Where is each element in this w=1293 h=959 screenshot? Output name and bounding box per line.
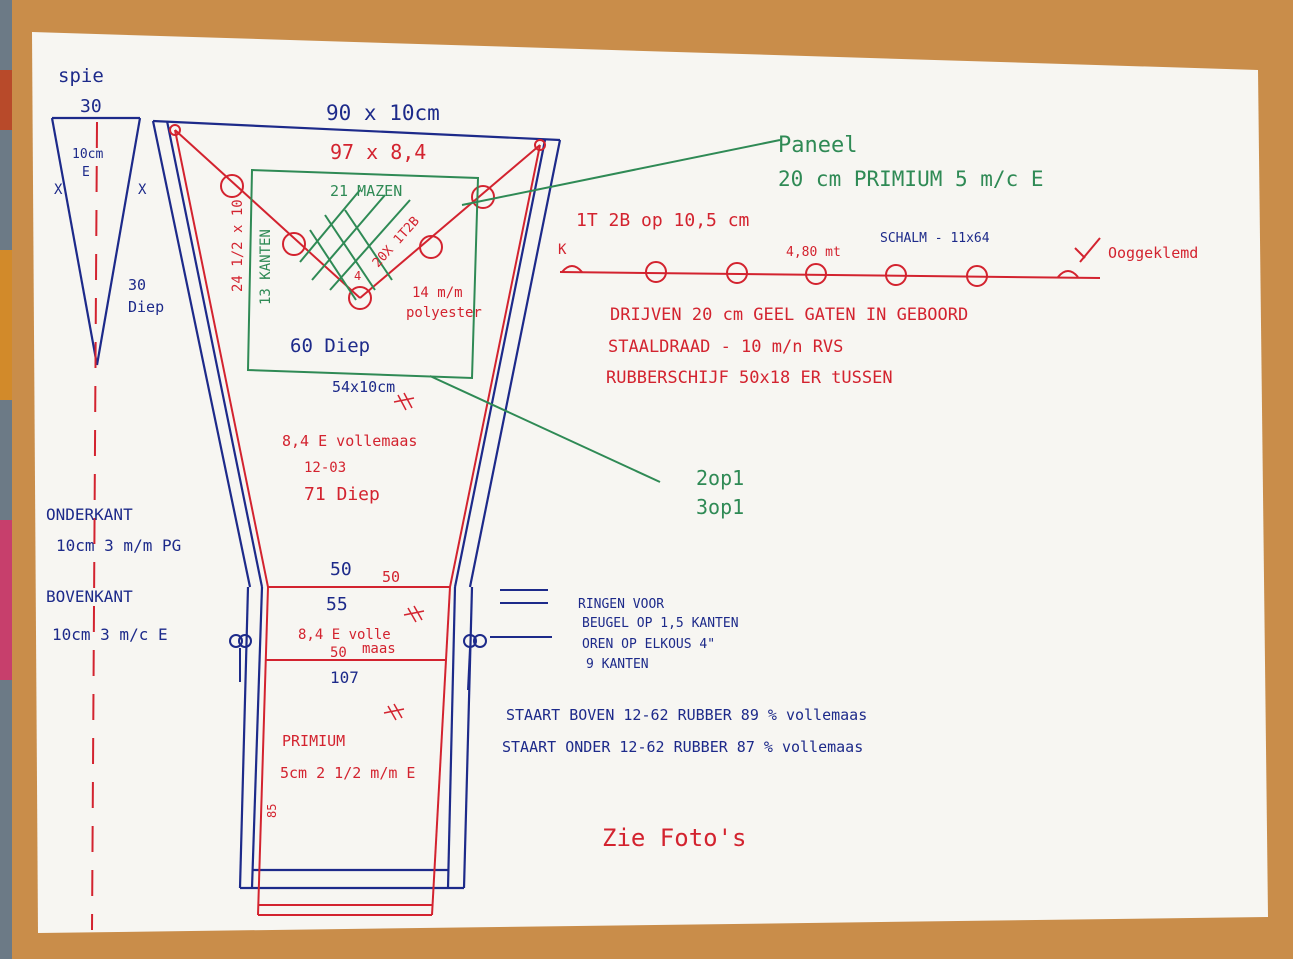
ringen-line-3: OREN OP ELKOUS 4" (582, 637, 715, 652)
centre-line (91, 121, 98, 931)
net-outline-red (169, 124, 546, 916)
float-line-title: 1T 2B op 10,5 cm (576, 210, 749, 231)
float-line-k: K (558, 242, 567, 258)
spie-width: 30 (80, 96, 102, 117)
neck-width-blue: 50 (330, 559, 352, 580)
spie-x1: X (54, 182, 63, 198)
top-size-blue: 90 x 10cm (326, 101, 440, 125)
floats-line-1: DRIJVEN 20 cm GEEL GATEN IN GEBOORD (610, 305, 968, 325)
panel-title: Paneel (778, 133, 857, 158)
ringen-line-1: RINGEN VOOR (578, 597, 664, 612)
panel-mazen: 21 MAZEN (330, 182, 402, 200)
net-outline-blue (151, 119, 562, 890)
panel-note-2: 3op1 (696, 495, 744, 519)
body-code: 12-03 (304, 460, 346, 476)
panel-diag: 20X 1T2B (370, 214, 423, 271)
neck-width-55: 55 (326, 594, 348, 615)
primium-spec: 5cm 2 1/2 m/m E (280, 764, 415, 782)
primium-side: 85 (265, 804, 279, 818)
panel-nr4: 4 (354, 269, 361, 283)
ear-markers (229, 589, 552, 691)
hash-marks (383, 392, 425, 721)
bovenkant-title: BOVENKANT (46, 587, 133, 606)
onderkant-title: ONDERKANT (46, 505, 133, 524)
panel-side: 24 1/2 x 10 (230, 199, 246, 292)
staart-onder: STAART ONDER 12-62 RUBBER 87 % vollemaas (502, 738, 863, 756)
footer-note: Zie Foto's (602, 824, 747, 852)
spie-title: spie (58, 65, 104, 87)
body-vollemaas: 8,4 E vollemaas (282, 432, 417, 450)
float-line-schalm: SCHALM - 11x64 (880, 231, 990, 246)
top-size-red: 97 x 8,4 (330, 140, 426, 164)
onderkant-spec: 10cm 3 m/m PG (56, 536, 181, 555)
staart-boven: STAART BOVEN 12-62 RUBBER 89 % vollemaas (506, 706, 867, 724)
ringen-line-2: BEUGEL OP 1,5 KANTEN (582, 616, 739, 631)
panel-bottom: 54x10cm (332, 378, 395, 396)
float-line-length: 4,80 mt (786, 245, 841, 260)
body-depth: 71 Diep (304, 484, 380, 505)
neck-width-red: 50 (382, 568, 400, 586)
panel-box (246, 139, 781, 483)
neck-width-50: 50 (330, 645, 347, 661)
floats-line-3: RUBBERSCHIJF 50x18 ER tUSSEN (606, 368, 893, 388)
panel-note-1: 2op1 (696, 466, 744, 490)
bovenkant-spec: 10cm 3 m/c E (52, 625, 168, 644)
float-line-oog: Ooggeklemd (1108, 244, 1198, 262)
panel-kanten: 13 KANTEN (258, 229, 274, 305)
primium-title: PRIMIUM (282, 732, 345, 750)
paper-sheet (32, 32, 1268, 933)
spie-x2: X (138, 182, 147, 198)
left-edge-objects (0, 0, 12, 959)
ringen-line-4: 9 KANTEN (586, 657, 649, 672)
neck-width-107: 107 (330, 668, 359, 687)
floats-line-2: STAALDRAAD - 10 m/n RVS (608, 337, 843, 357)
spie-wedge (50, 116, 142, 366)
panel-depth: 60 Diep (290, 335, 370, 357)
float-line (559, 237, 1101, 287)
panel-spec: 20 cm PRIMIUM 5 m/c E (778, 167, 1044, 191)
